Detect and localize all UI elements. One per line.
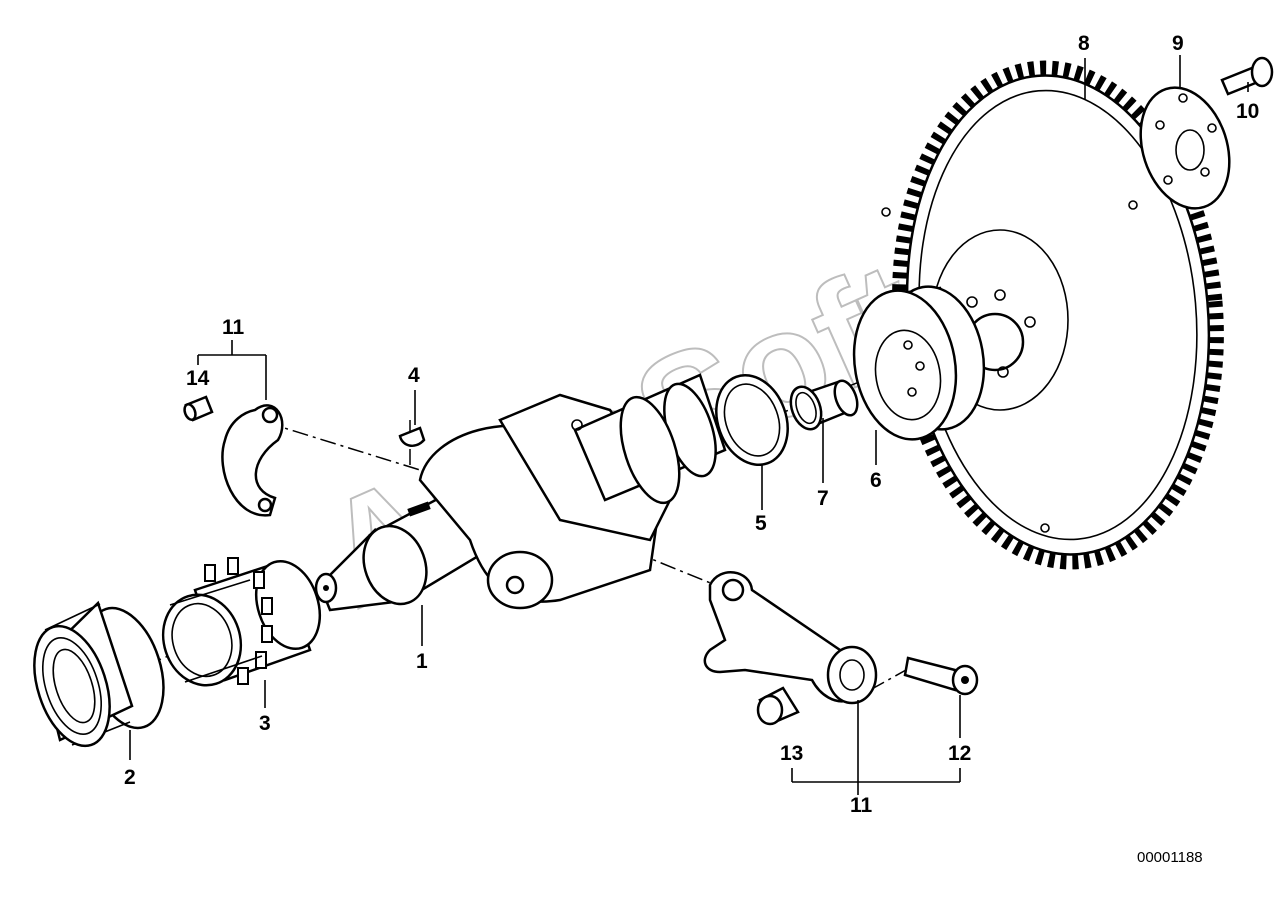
document-number: 00001188 [1137,849,1203,866]
callout-14: 14 [186,367,210,390]
flange-plate [1139,86,1231,210]
leader-lines [129,55,1249,795]
crankshaft [314,373,727,612]
callout-6: 6 [870,469,882,492]
callout-12: 12 [948,742,971,765]
callout-1: 1 [416,650,428,673]
callout-2: 2 [124,766,136,789]
callout-10: 10 [1236,100,1259,123]
callout-labels: 1 2 3 4 5 6 7 8 9 10 11 11 12 13 14 [124,32,1259,817]
callout-11-bottom: 11 [850,794,873,817]
callout-8: 8 [1078,32,1090,55]
clutch-hub [852,285,986,441]
callout-13: 13 [780,742,803,765]
sprocket-gear [161,557,321,687]
gasket-ring [715,373,789,467]
flywheel [881,60,1224,570]
roller-bearing [33,600,165,748]
callout-5: 5 [755,512,767,535]
callout-11-top: 11 [222,316,245,339]
callout-4: 4 [408,364,420,387]
callout-7: 7 [817,487,829,510]
connecting-bracket [703,571,878,705]
needle-bearing [789,379,859,431]
dowel-pin [183,395,214,422]
woodruff-key [398,426,426,448]
bracket-screw [903,656,979,696]
bushing [756,686,800,726]
callout-3: 3 [259,712,271,735]
callout-9: 9 [1172,32,1184,55]
flywheel-bolt [1220,56,1274,96]
bearing-cap [221,404,284,517]
